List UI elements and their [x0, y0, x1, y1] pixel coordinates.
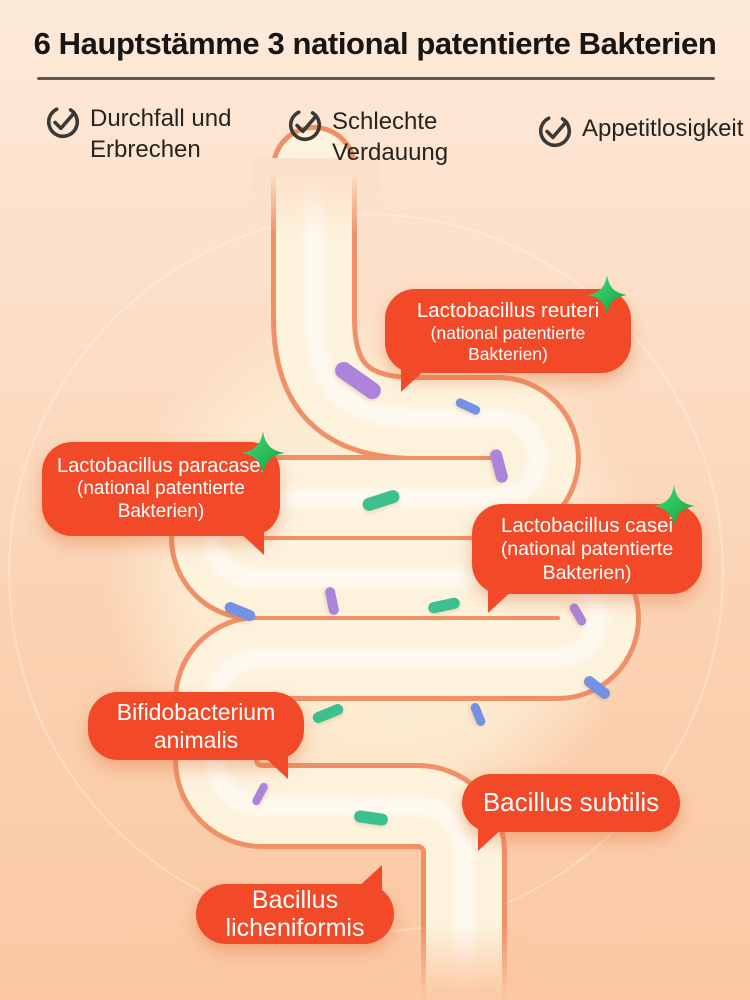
strain-name: Lactobacillus reuteri [416, 298, 600, 322]
strain-name: Bacillus subtilis [482, 787, 660, 818]
tube-fade-bottom [400, 925, 530, 1000]
check-circle-icon [288, 108, 322, 142]
bubble-bacillus-licheniformis: Bacillus licheniformis [196, 865, 394, 944]
sparkle-icon [587, 275, 627, 315]
tube-fade-top [252, 158, 380, 236]
benefit-diarrhea: Durchfall und Erbrechen [44, 103, 231, 165]
bubble-lactobacillus-paracasei: Lactobacillus paracasei (national patent… [42, 442, 280, 555]
page-title: 6 Hauptstämme 3 national patentierte Bak… [33, 26, 717, 61]
strain-name: Bacillus licheniformis [225, 886, 365, 942]
benefit-label: Appetitlosigkeit [582, 115, 744, 142]
check-circle-icon [538, 114, 572, 148]
benefit-appetite: Appetitlosigkeit [536, 112, 743, 150]
strain-note: (national patentierte Bakterien) [430, 322, 586, 364]
sparkle-icon [653, 485, 695, 527]
sparkle-icon [241, 431, 285, 475]
title-divider [37, 77, 715, 80]
benefit-label: Schlechte Verdauung [332, 108, 449, 166]
strain-name: Lactobacillus casei [500, 514, 674, 538]
bubble-lactobacillus-reuteri: Lactobacillus reuteri (national patentie… [385, 289, 631, 392]
strain-name: Lactobacillus paracasei [57, 455, 265, 477]
bubble-bacillus-subtilis: Bacillus subtilis [462, 774, 680, 851]
bubble-lactobacillus-casei: Lactobacillus casei (national patentiert… [472, 504, 702, 613]
strain-note: (national patentierte Bakterien) [77, 478, 245, 523]
benefit-label: Durchfall und Erbrechen [90, 105, 232, 163]
strain-name: Bifidobacterium animalis [116, 698, 276, 753]
strain-note: (national patentierte Bakterien) [500, 538, 674, 584]
benefit-digestion: Schlechte Verdauung [286, 106, 448, 168]
check-circle-icon [46, 105, 80, 139]
bubble-bifidobacterium-animalis: Bifidobacterium animalis [88, 692, 304, 779]
